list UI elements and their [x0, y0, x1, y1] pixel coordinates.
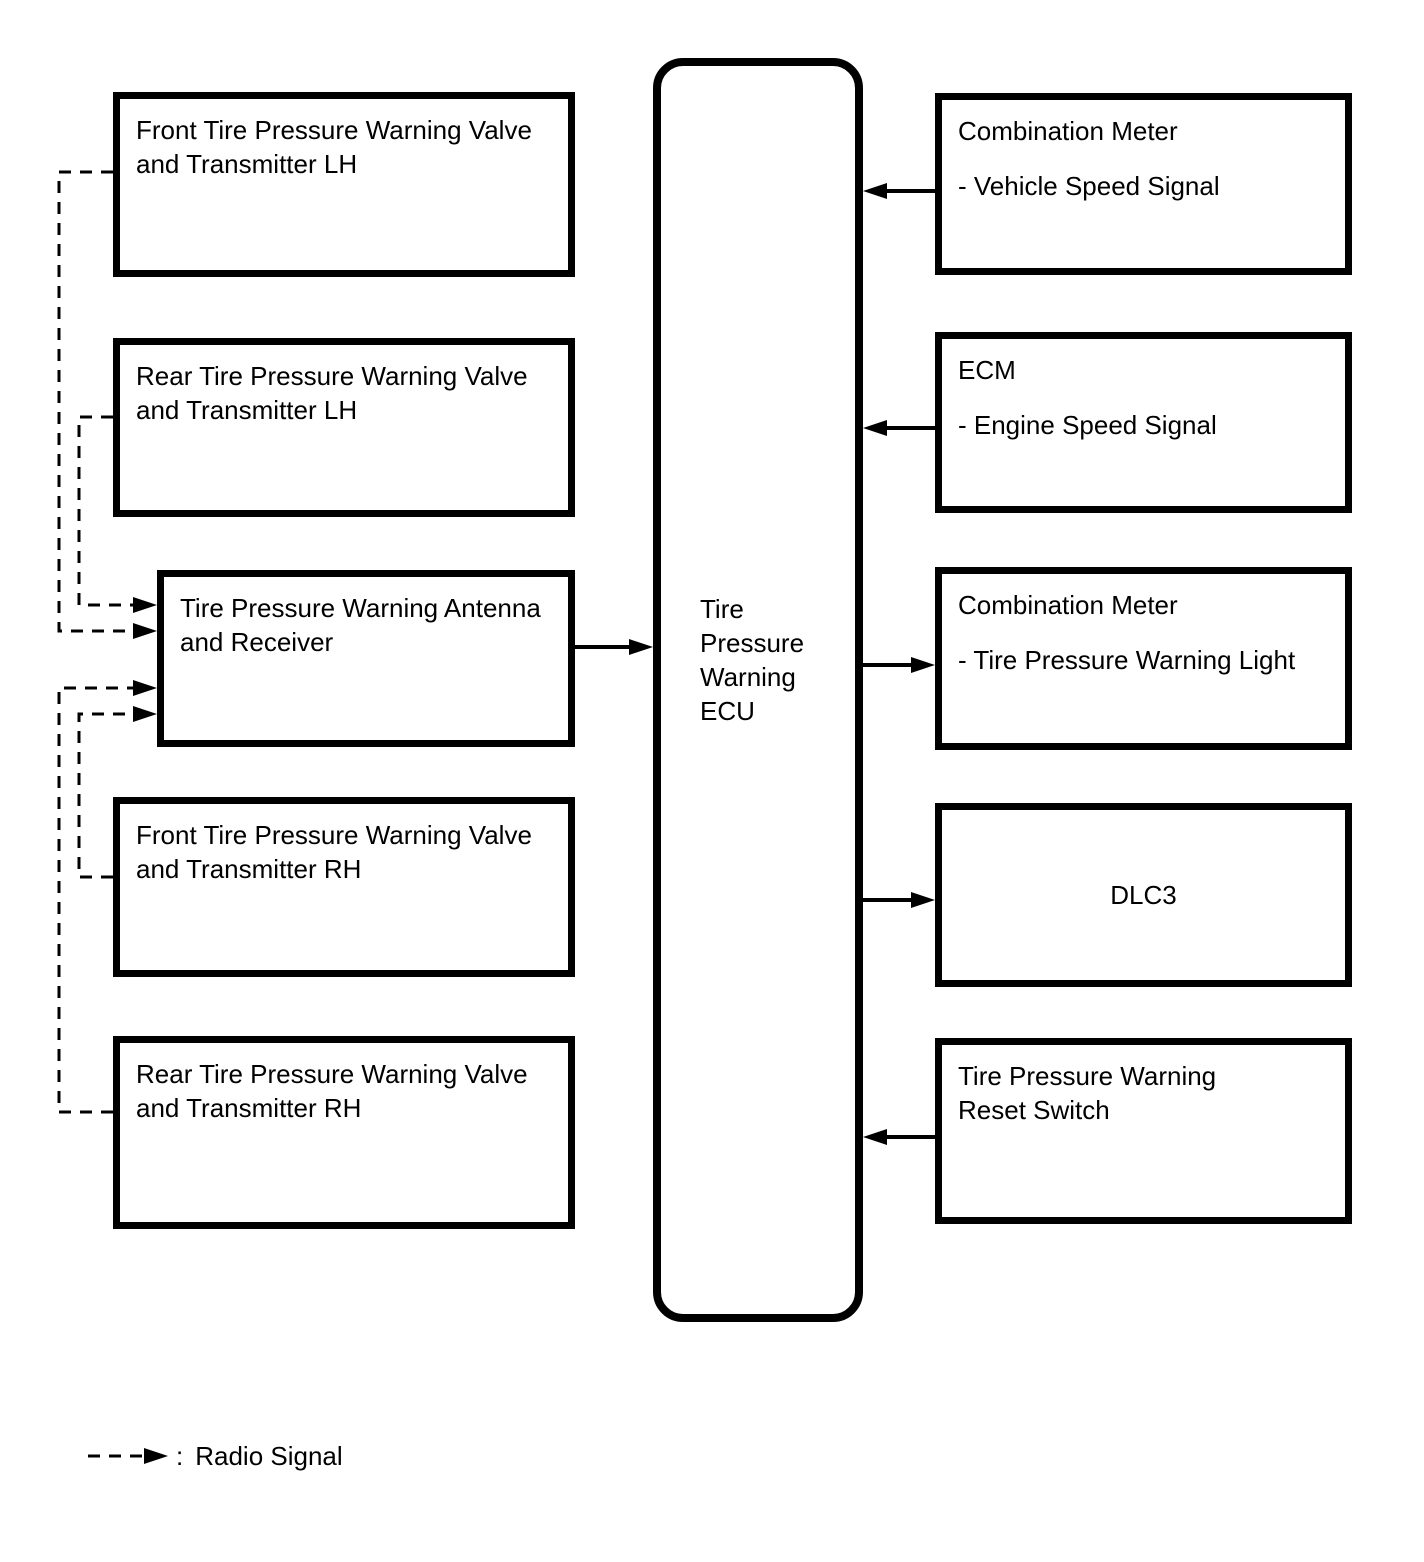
connector-ecm-to-ecu	[863, 420, 935, 436]
node-rear-tire-valve-transmitter-lh: Rear Tire Pressure Warning Valve and Tra…	[113, 338, 575, 517]
connector-ecu-to-dlc3	[863, 892, 935, 908]
node-signal-label: - Engine Speed Signal	[958, 410, 1217, 440]
connector-antenna-to-ecu	[575, 639, 653, 655]
node-title-line2: Reset Switch	[958, 1095, 1110, 1125]
arrowhead-icon	[133, 680, 157, 696]
arrowhead-icon	[133, 623, 157, 639]
arrowhead-icon	[911, 892, 935, 908]
arrowhead-icon	[133, 706, 157, 722]
node-label: Tire Pressure Warning ECU	[700, 594, 805, 726]
arrowhead-icon	[863, 420, 887, 436]
node-label: Front Tire Pressure Warning Valve and Tr…	[136, 115, 532, 179]
node-signal-label: - Vehicle Speed Signal	[958, 171, 1220, 201]
node-front-tire-valve-transmitter-lh: Front Tire Pressure Warning Valve and Tr…	[113, 92, 575, 277]
legend-dashed-arrow-icon	[88, 1448, 168, 1464]
arrowhead-icon	[144, 1448, 168, 1464]
arrowhead-icon	[133, 597, 157, 613]
arrowhead-icon	[863, 1129, 887, 1145]
node-tire-pressure-warning-reset-switch: Tire Pressure Warning Reset Switch	[935, 1038, 1352, 1224]
node-title: ECM	[958, 355, 1016, 385]
node-label: Tire Pressure Warning Antenna and Receiv…	[180, 593, 541, 657]
node-signal-label: - Tire Pressure Warning Light	[958, 645, 1296, 675]
legend: : Radio Signal	[176, 1439, 343, 1473]
node-tire-pressure-warning-antenna-receiver: Tire Pressure Warning Antenna and Receiv…	[157, 570, 575, 747]
node-tire-pressure-warning-ecu: Tire Pressure Warning ECU	[653, 58, 863, 1322]
node-combination-meter-vehicle-speed: Combination Meter - Vehicle Speed Signal	[935, 93, 1352, 275]
node-dlc3: DLC3	[935, 803, 1352, 987]
node-label: Rear Tire Pressure Warning Valve and Tra…	[136, 1059, 528, 1123]
node-front-tire-valve-transmitter-rh: Front Tire Pressure Warning Valve and Tr…	[113, 797, 575, 977]
legend-label: Radio Signal	[195, 1441, 343, 1471]
node-title: DLC3	[1110, 880, 1177, 910]
connector-reset-switch-to-ecu	[863, 1129, 935, 1145]
node-label: Rear Tire Pressure Warning Valve and Tra…	[136, 361, 528, 425]
node-title: Tire Pressure Warning	[958, 1061, 1217, 1091]
legend-separator: :	[176, 1441, 184, 1471]
node-rear-tire-valve-transmitter-rh: Rear Tire Pressure Warning Valve and Tra…	[113, 1036, 575, 1229]
connector-ecu-to-warning-light	[863, 657, 935, 673]
node-label: Front Tire Pressure Warning Valve and Tr…	[136, 820, 532, 884]
arrowhead-icon	[911, 657, 935, 673]
node-title: Combination Meter	[958, 590, 1178, 620]
arrowhead-icon	[863, 183, 887, 199]
arrowhead-icon	[629, 639, 653, 655]
connector-combination-meter-speed-to-ecu	[863, 183, 935, 199]
node-combination-meter-warning-light: Combination Meter - Tire Pressure Warnin…	[935, 567, 1352, 750]
node-ecm-engine-speed: ECM - Engine Speed Signal	[935, 332, 1352, 513]
node-title: Combination Meter	[958, 116, 1178, 146]
